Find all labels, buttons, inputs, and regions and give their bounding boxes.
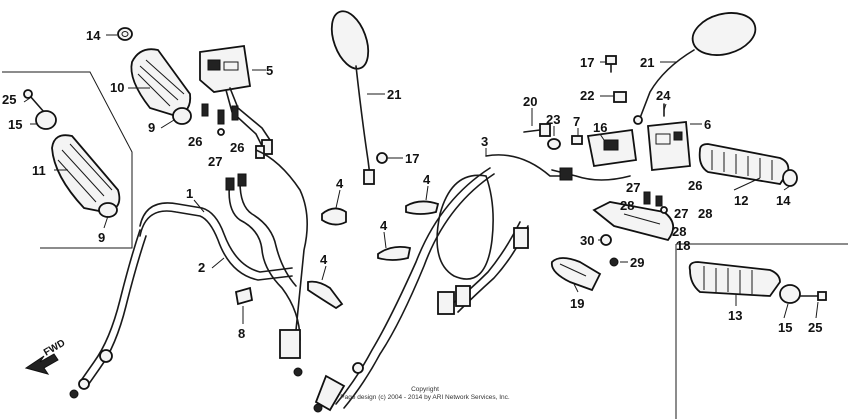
part-1-handlebar-pipe	[139, 202, 293, 281]
callout-24: 24	[656, 88, 671, 103]
callout-27: 27	[674, 206, 688, 221]
callout-3: 3	[481, 134, 488, 149]
part-12-right-grip	[698, 143, 790, 185]
callout-26: 26	[230, 140, 244, 155]
small-screws-right-housing	[643, 191, 668, 214]
callout-9: 9	[98, 230, 105, 245]
callout-15: 15	[8, 117, 22, 132]
part-22-bolt	[613, 91, 627, 103]
copyright-line-2: Page design (c) 2004 - 2014 by ARI Netwo…	[340, 394, 510, 401]
part-10-throttle-grip	[130, 48, 192, 125]
wiring-harness	[437, 167, 631, 315]
callout-4: 4	[320, 252, 328, 267]
callout-14: 14	[776, 193, 791, 208]
callout-16: 16	[593, 120, 607, 135]
part-8-clamp	[234, 286, 254, 306]
part-14-grip-end-cap-right	[782, 169, 798, 187]
callout-11: 11	[32, 163, 46, 178]
callout-numbers: 14 10 9 5 26 27 26 25 15 11 9 1 2 8 21 1…	[2, 28, 822, 341]
part-13-right-grip-spare	[688, 261, 781, 297]
throttle-cables	[69, 229, 147, 399]
right-grip-panel-frame	[675, 243, 848, 419]
callout-13: 13	[728, 308, 742, 323]
callout-6: 6	[704, 117, 711, 132]
callout-10: 10	[110, 80, 124, 95]
callout-7: 7	[573, 114, 580, 129]
part-21-left-mirror	[330, 10, 388, 185]
copyright-notice: Copyright Page design (c) 2004 - 2014 by…	[340, 386, 510, 401]
callout-2: 2	[198, 260, 205, 275]
part-15-bar-end-weight-left	[35, 110, 57, 130]
callout-29: 29	[630, 255, 644, 270]
part-23-washer	[547, 138, 561, 150]
callout-19: 19	[570, 296, 584, 311]
callout-5: 5	[266, 63, 273, 78]
callout-28: 28	[620, 198, 634, 213]
callout-21: 21	[640, 55, 654, 70]
callout-25: 25	[2, 92, 16, 107]
callout-9: 9	[148, 120, 155, 135]
callout-18: 18	[676, 238, 690, 253]
part-19-reservoir	[550, 257, 602, 292]
callout-28: 28	[672, 224, 686, 239]
callout-27: 27	[626, 180, 640, 195]
callout-4: 4	[336, 176, 344, 191]
part-17-screw-right	[605, 55, 617, 73]
callout-25: 25	[808, 320, 822, 335]
callout-23: 23	[546, 112, 560, 127]
part-29-washer	[609, 257, 619, 267]
callout-8: 8	[238, 326, 245, 341]
part-11-left-grip	[51, 134, 121, 218]
callout-26: 26	[188, 134, 202, 149]
small-screws-left-housing	[201, 103, 239, 136]
callout-20: 20	[523, 94, 537, 109]
copyright-line-1: Copyright	[411, 386, 439, 393]
clutch-cable	[225, 149, 308, 377]
callout-4: 4	[380, 218, 388, 233]
callout-12: 12	[734, 193, 748, 208]
callout-27: 27	[208, 154, 222, 169]
part-14-grip-end-cap	[117, 27, 133, 41]
callout-17: 17	[405, 151, 419, 166]
fwd-arrow-icon: FWD	[24, 338, 67, 375]
part-15-bar-end-weight-right	[779, 284, 801, 304]
callout-leader-lines	[23, 34, 819, 324]
left-grip-panel-frame	[2, 71, 133, 249]
part-6-right-switch-housing	[647, 121, 691, 171]
part-4-levers	[307, 200, 440, 310]
callout-26: 26	[688, 178, 702, 193]
callout-22: 22	[580, 88, 594, 103]
callout-1: 1	[186, 186, 193, 201]
callout-21: 21	[387, 87, 401, 102]
callout-30: 30	[580, 233, 594, 248]
part-21-right-mirror	[633, 12, 757, 125]
callout-28: 28	[698, 206, 712, 221]
callout-14: 14	[86, 28, 101, 43]
part-30-nut	[600, 234, 612, 246]
part-3-cable-loop	[313, 154, 571, 413]
part-25-bar-end-bolt-left	[23, 89, 45, 113]
part-16-brake-master-cylinder	[586, 128, 638, 168]
callout-17: 17	[580, 55, 594, 70]
callout-4: 4	[423, 172, 431, 187]
part-20-banjo-bolt	[523, 123, 551, 137]
part-7-small-fitting	[571, 135, 583, 145]
callout-15: 15	[778, 320, 792, 335]
part-25-bar-end-bolt-right	[799, 291, 827, 301]
